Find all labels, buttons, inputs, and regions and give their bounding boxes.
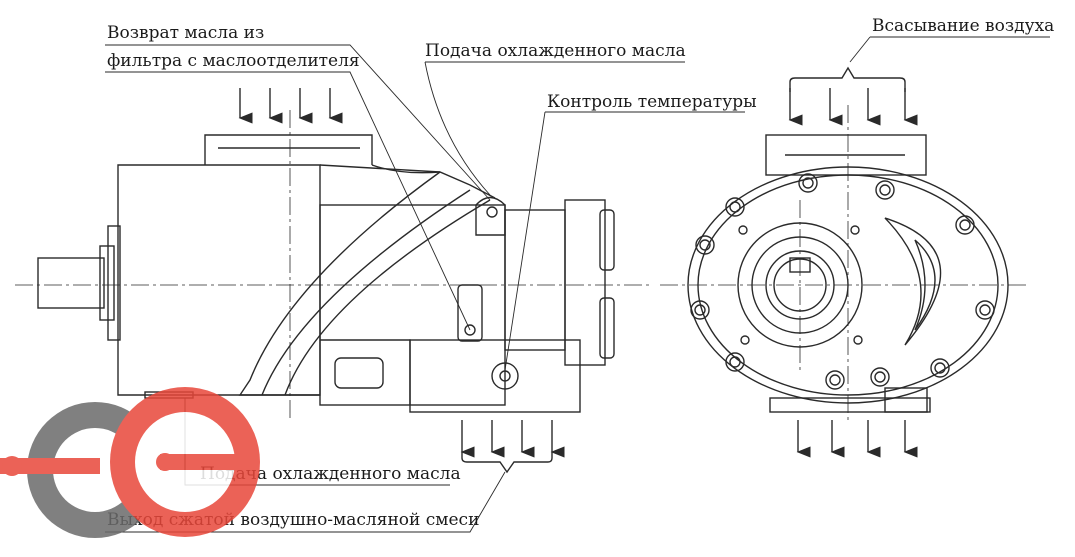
label-cooled-oil-supply-top: Подача охлажденного масла — [425, 41, 686, 61]
logo-icon — [0, 387, 260, 538]
label-air-intake: Всасывание воздуха — [872, 16, 1055, 36]
label-cooled-oil-supply-bottom: Подача охлажденного масла — [200, 464, 461, 484]
label-oil-return-line2: фильтра с маслоотделителя — [107, 51, 360, 71]
label-oil-return-line1: Возврат масла из — [107, 23, 265, 43]
arrows-oil-return — [238, 88, 343, 124]
side-view — [37, 134, 615, 413]
arrows-mixture-outlet — [460, 420, 565, 474]
bolt-circle — [690, 173, 995, 390]
leader-lines — [105, 36, 1050, 533]
center-lines — [15, 105, 1030, 420]
label-temperature-control: Контроль температуры — [547, 92, 757, 112]
arrows-front-bottom — [796, 420, 918, 458]
arrows-air-intake — [788, 66, 918, 126]
